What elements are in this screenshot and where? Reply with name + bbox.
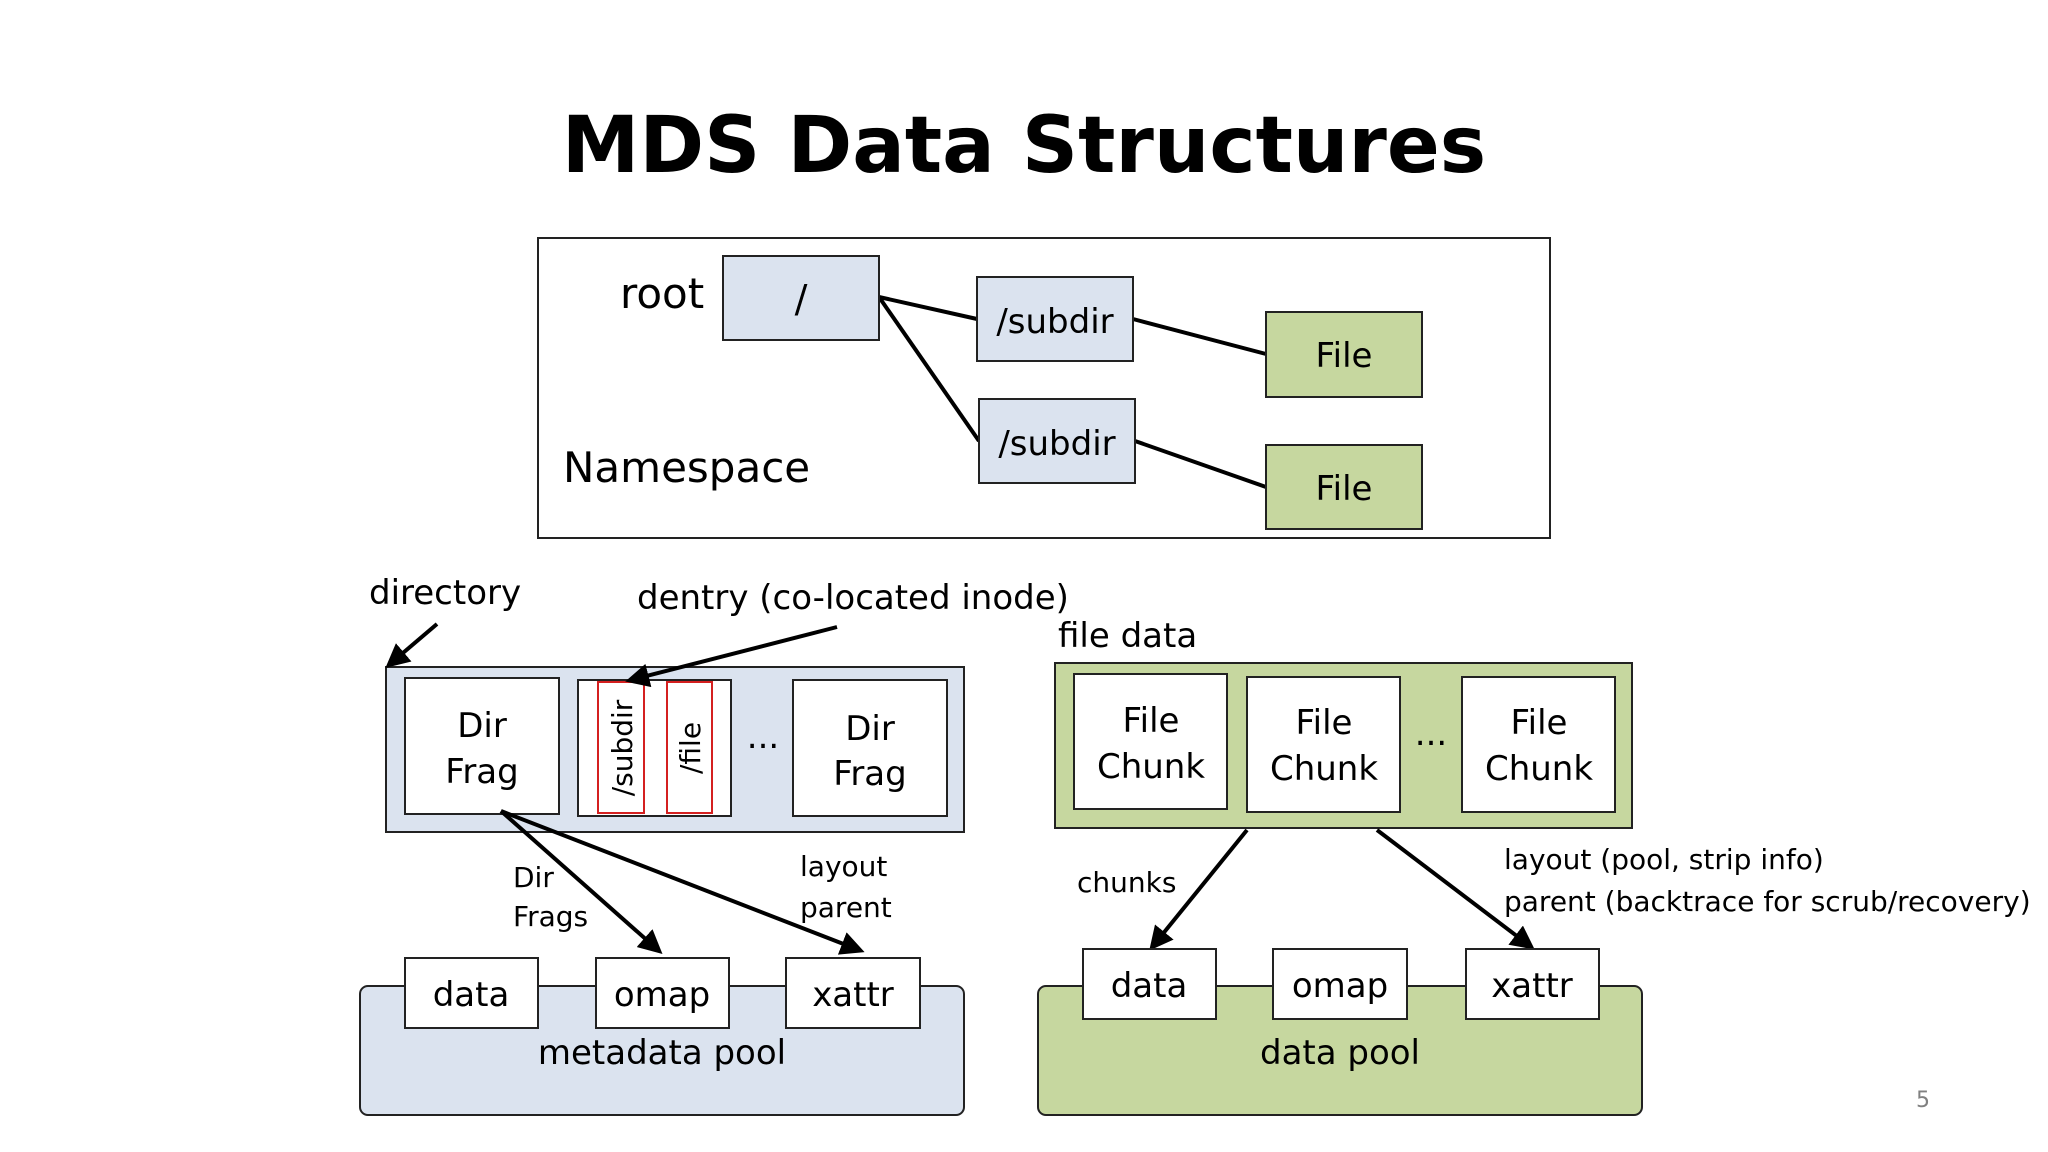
dir-frag-right-line1: Dir [845, 709, 895, 749]
dir-frag-right-line2: Frag [833, 754, 906, 794]
file-chunk-1-line1: File [1123, 701, 1180, 741]
metadata-data-label: data [433, 975, 510, 1015]
dir-frag-right: Dir Frag [792, 679, 948, 817]
file-node-1-label: File [1316, 336, 1373, 376]
dir-frag-left-line1: Dir [457, 706, 507, 746]
file-data-label: file data [1058, 616, 1197, 656]
page-number: 5 [1916, 1088, 1930, 1113]
dentry-label: dentry (co-located inode) [637, 578, 1069, 618]
file-chunk-1-line2: Chunk [1097, 747, 1205, 787]
metadata-xattr-label: xattr [812, 975, 894, 1015]
edge-subdir-file-2 [1134, 439, 1267, 489]
file-node-2-label: File [1316, 469, 1373, 509]
metadata-pool-xattr-object: xattr [785, 957, 921, 1029]
dentry-file [666, 681, 713, 814]
slide-title: MDS Data Structures [562, 101, 1486, 191]
arrow-dirfrags-omap [499, 809, 663, 954]
metadata-pool: data omap xattr metadata pool [359, 957, 965, 1116]
dentry-subdir [597, 681, 645, 814]
parent-label: parent [800, 891, 892, 924]
file-data-section: file data File Chunk File Chunk ... File… [1054, 616, 2031, 951]
file-chunk-2-line2: Chunk [1270, 749, 1378, 789]
directory-label: directory [369, 573, 521, 613]
dir-frag-left: Dir Frag [404, 677, 560, 815]
arrow-chunks-data [1149, 828, 1249, 951]
dentry-subdir-label: /subdir [606, 699, 639, 796]
file-chunk-1: File Chunk [1073, 673, 1228, 810]
datapool-xattr-label: xattr [1491, 966, 1573, 1006]
layout-label: layout [800, 850, 887, 883]
data-pool-data-object: data [1082, 948, 1217, 1020]
arrow-layout-xattr [500, 809, 865, 955]
dirfrags-label-line1: Dir [513, 861, 554, 894]
file-chunk-2-line1: File [1296, 703, 1353, 743]
metadata-pool-label: metadata pool [538, 1033, 786, 1073]
file-chunk-3-line1: File [1511, 703, 1568, 743]
namespace-panel: root Namespace / /subdir /subdir File Fi… [537, 237, 1551, 539]
file-parent-label: parent (backtrace for scrub/recovery) [1504, 885, 2031, 918]
edge-root-subdir-2 [877, 295, 981, 443]
datapool-omap-label: omap [1292, 966, 1388, 1006]
arrow-dentry [625, 625, 838, 688]
metadata-pool-data-object: data [404, 957, 539, 1029]
metadata-pool-omap-object: omap [595, 957, 730, 1029]
arrow-directory [385, 622, 439, 668]
directory-section: directory dentry (co-located inode) Dir … [369, 573, 1069, 955]
subdir-node-1: /subdir [976, 276, 1134, 362]
root-label: root [620, 269, 704, 318]
dir-frag-ellipsis: ... [747, 717, 779, 757]
data-pool: data omap xattr data pool [1037, 948, 1643, 1116]
namespace-label: Namespace [563, 443, 810, 492]
arrow-layout-parent-xattr [1375, 828, 1535, 950]
file-layout-label: layout (pool, strip info) [1504, 843, 1824, 876]
subdir-node-1-label: /subdir [996, 302, 1113, 342]
root-node: / [722, 255, 880, 341]
data-pool-omap-object: omap [1272, 948, 1408, 1020]
dir-frag-left-line2: Frag [445, 752, 518, 792]
metadata-omap-label: omap [614, 975, 710, 1015]
datapool-data-label: data [1111, 966, 1188, 1006]
file-chunk-ellipsis: ... [1415, 714, 1447, 754]
data-pool-xattr-object: xattr [1465, 948, 1600, 1020]
file-node-2: File [1265, 444, 1423, 530]
edge-subdir-file-1 [1132, 317, 1267, 356]
file-chunk-3: File Chunk [1461, 676, 1616, 813]
file-chunk-3-line2: Chunk [1485, 749, 1593, 789]
dentry-file-label: /file [674, 722, 707, 774]
dentry-frag: /subdir /file [577, 679, 732, 817]
file-chunk-2: File Chunk [1246, 676, 1401, 813]
root-node-label: / [795, 277, 808, 321]
subdir-node-2-label: /subdir [998, 424, 1115, 464]
edge-root-subdir-1 [878, 295, 978, 321]
file-node-1: File [1265, 311, 1423, 398]
dirfrags-label-line2: Frags [513, 900, 588, 933]
data-pool-label: data pool [1260, 1033, 1420, 1073]
chunks-label: chunks [1077, 866, 1176, 899]
subdir-node-2: /subdir [978, 398, 1136, 484]
